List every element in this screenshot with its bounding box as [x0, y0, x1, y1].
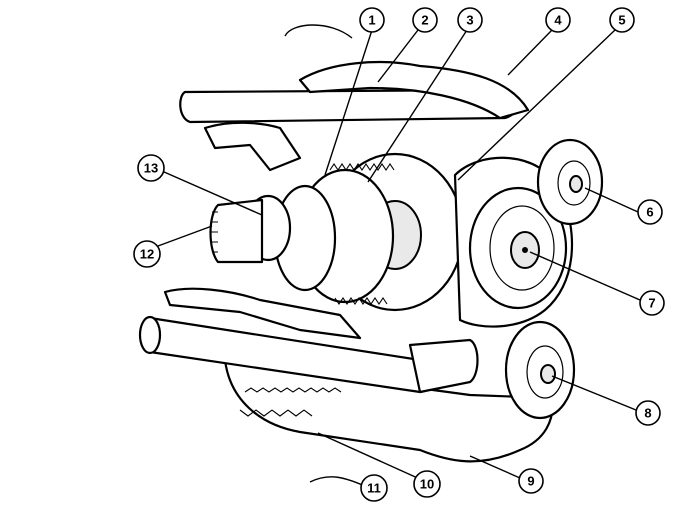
leader-7: [529, 251, 641, 301]
leader-10: [317, 432, 423, 481]
lower-pinion-outer: [504, 320, 576, 420]
callout-4: 4: [545, 7, 571, 33]
svg-text:5: 5: [618, 13, 625, 28]
leader-lines: [154, 24, 641, 487]
svg-text:4: 4: [554, 13, 562, 28]
callouts: 1 2 3 4 5 6 7 8: [133, 7, 665, 502]
output-section: [453, 138, 604, 420]
callout-8: 8: [635, 400, 661, 426]
gear-teeth-lines: [329, 163, 395, 305]
callout-9: 9: [518, 468, 544, 494]
svg-text:8: 8: [644, 406, 651, 421]
upper-shift-fork: [203, 121, 302, 172]
callout-5: 5: [609, 7, 635, 33]
callout-2: 2: [412, 7, 438, 33]
leader-1: [324, 29, 373, 176]
callout-10: 10: [413, 470, 441, 498]
leader-6: [584, 187, 639, 213]
callout-12: 12: [133, 240, 161, 268]
svg-text:13: 13: [144, 161, 158, 176]
svg-text:11: 11: [367, 481, 381, 496]
svg-text:9: 9: [527, 474, 534, 489]
leader-11: [309, 476, 366, 487]
callout-7: 7: [639, 290, 665, 316]
input-shaft-spline: [209, 198, 264, 264]
svg-text:6: 6: [646, 205, 653, 220]
leader-8: [551, 375, 637, 411]
leader-9: [469, 455, 521, 479]
leader-top-curve: [284, 24, 353, 39]
lower-rail-end: [138, 315, 162, 355]
svg-text:3: 3: [466, 13, 473, 28]
leader-3: [367, 29, 468, 183]
leader-13: [154, 167, 263, 216]
svg-text:10: 10: [420, 477, 434, 492]
gearbox-illustration: [138, 60, 604, 463]
svg-text:12: 12: [140, 247, 154, 262]
output-flange-mid: [489, 205, 555, 291]
output-flange-center: [522, 247, 528, 253]
lower-fork-bracket: [408, 338, 479, 394]
callout-6: 6: [637, 199, 663, 225]
callout-3: 3: [457, 7, 483, 33]
leader-2: [377, 29, 419, 83]
leader-5: [457, 29, 616, 181]
input-shaft-spline-teeth: [211, 211, 218, 253]
leader-12: [157, 225, 213, 247]
leader-4: [507, 29, 553, 76]
lower-gear-teeth: [239, 387, 342, 417]
upper-pinion-inner: [557, 160, 591, 206]
lower-shift-fork: [163, 287, 362, 340]
lower-pinion-hub: [540, 364, 556, 384]
main-gear-cluster: [209, 152, 465, 312]
callout-11: 11: [360, 474, 388, 502]
lower-pinion-inner: [526, 345, 564, 399]
svg-text:2: 2: [421, 13, 428, 28]
svg-text:7: 7: [648, 296, 655, 311]
lower-housing: [223, 358, 554, 463]
callout-13: 13: [137, 154, 165, 182]
svg-text:1: 1: [368, 13, 375, 28]
upper-pinion-hub: [569, 175, 583, 193]
callout-1: 1: [359, 7, 385, 33]
